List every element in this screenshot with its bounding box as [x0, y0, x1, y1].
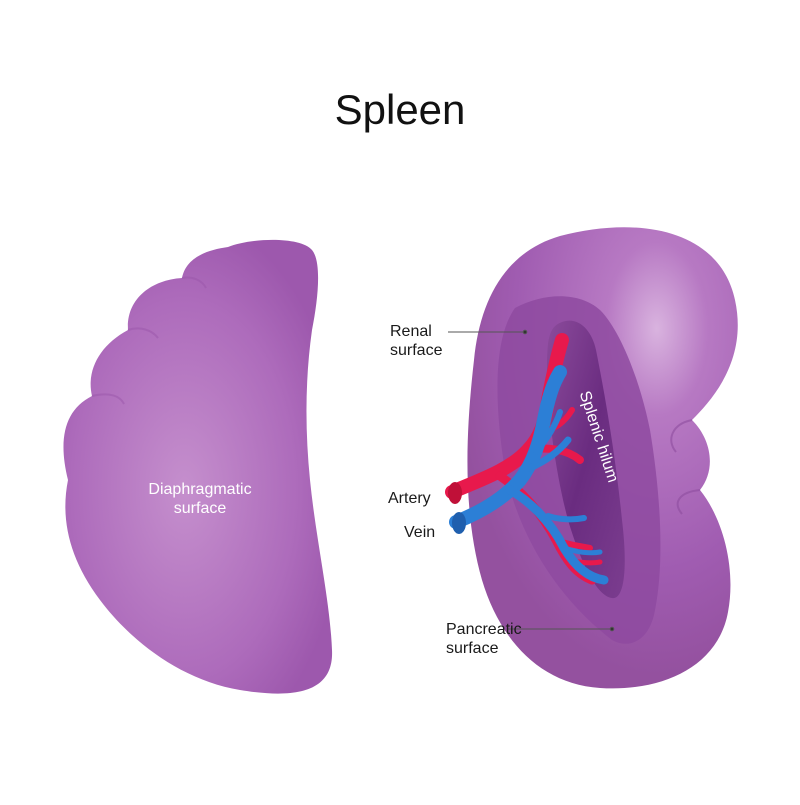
- leader-lines: [448, 329, 615, 632]
- diaphragmatic-label-line-1: Diaphragmatic: [148, 481, 252, 498]
- splenic-hilum-shape: [546, 320, 625, 599]
- lobe-notch: [181, 276, 207, 289]
- pancreatic-surface-label: Pancreatic surface: [446, 620, 522, 658]
- renal-label-line-2: surface: [390, 342, 443, 359]
- vein-opening: [452, 512, 466, 534]
- diaphragmatic-surface-shape: [63, 239, 333, 694]
- vein-vessels: [449, 365, 609, 585]
- notch-line: [676, 489, 701, 515]
- renal-surface-label: Renal surface: [390, 322, 442, 360]
- artery-opening: [448, 482, 462, 504]
- vein-label: Vein: [404, 524, 436, 541]
- diaphragmatic-surface-label: Diaphragmatic surface: [120, 480, 280, 518]
- notch-line: [670, 419, 693, 453]
- page-title: Spleen: [334, 86, 466, 133]
- diaphragmatic-label-line-2: surface: [173, 500, 227, 517]
- renal-label-line-1: Renal: [390, 323, 432, 340]
- lobe-notch: [91, 393, 125, 405]
- pancreatic-label-line-2: surface: [446, 640, 499, 657]
- pancreatic-label-line-1: Pancreatic: [446, 621, 522, 638]
- artery-label: Artery: [388, 490, 431, 507]
- lobe-notch: [127, 327, 159, 339]
